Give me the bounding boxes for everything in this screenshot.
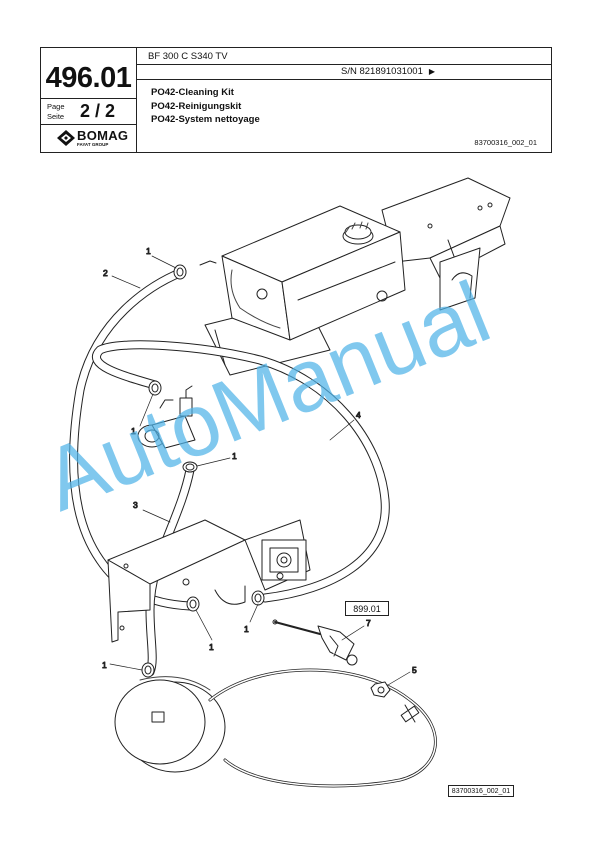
quick-coupling (400, 704, 420, 723)
spray-gun (272, 619, 358, 666)
bomag-logo-icon (57, 130, 75, 146)
hose-reel (114, 676, 226, 773)
hose-clamp (141, 662, 155, 678)
callout-label: 2 (103, 268, 108, 278)
callout-label: 7 (366, 618, 371, 628)
callout-label: 1 (232, 451, 237, 461)
header-divider (41, 98, 136, 99)
drawing-reference: 83700316_002_01 (474, 138, 537, 147)
title-fr: PO42-System nettoyage (151, 114, 260, 125)
header-divider (136, 64, 551, 65)
hose-3 (145, 465, 195, 677)
hose-clamp (173, 264, 187, 280)
brand-sub: FAYAT GROUP (77, 142, 109, 147)
callout-label: 1 (102, 660, 107, 670)
hose-clamp (148, 380, 162, 396)
part-number: 496.01 (45, 62, 132, 94)
bomag-logo: BOMAG FAYAT GROUP (55, 128, 135, 150)
callout-label: 1 (146, 246, 151, 256)
callout-label: 1 (244, 624, 249, 634)
serial-number: S/N 821891031001 ▶ (341, 66, 435, 77)
leader-lines (109, 255, 411, 686)
callout-label: 1 (131, 426, 136, 436)
title-en: PO42-Cleaning Kit (151, 87, 234, 98)
valve-bracket (107, 519, 311, 643)
callout-label: 1 (209, 642, 214, 652)
water-tank (221, 205, 406, 341)
kit-titles: PO42-Cleaning Kit PO42-Reinigungskit PO4… (151, 86, 260, 127)
callout-label: 3 (133, 500, 138, 510)
callout-label: 4 (356, 410, 361, 420)
title-de: PO42-Reinigungskit (151, 100, 242, 112)
brand-name: BOMAG (77, 128, 129, 143)
hose-clamp (186, 596, 200, 612)
callout-label: 5 (412, 665, 417, 675)
hose-clamp (251, 590, 265, 606)
spray-hose (208, 668, 437, 788)
reference-box: 899.01 (345, 601, 389, 616)
serial-text: S/N 821891031001 (341, 66, 423, 77)
header-divider (41, 124, 136, 125)
header-table: BF 300 C S340 TV S/N 821891031001 ▶ 496.0… (40, 47, 552, 153)
model-name: BF 300 C S340 TV (148, 51, 228, 62)
page-number: 2 / 2 (80, 101, 116, 121)
header-divider (136, 79, 551, 80)
nut (370, 681, 391, 698)
hose-clamp (182, 461, 198, 473)
exploded-view-diagram: 1 2 1 1 3 4 1 1 1 7 5 (69, 177, 511, 788)
pump (137, 385, 196, 449)
page-label: Page Seite (47, 102, 65, 121)
hose-4 (92, 340, 390, 603)
header-divider (136, 48, 137, 152)
arrow-icon: ▶ (428, 67, 436, 76)
drawing-number: 83700316_002_01 (448, 785, 514, 797)
